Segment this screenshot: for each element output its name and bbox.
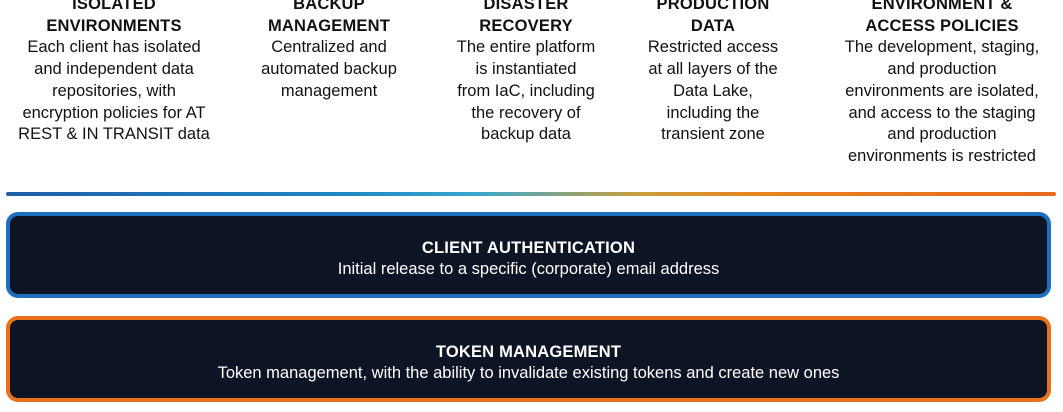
feature-title-line: BACKUP xyxy=(293,0,365,13)
feature-title-line: DATA xyxy=(690,16,736,35)
feature-description-line: The development, staging, xyxy=(844,38,1040,57)
token-management-band: TOKEN MANAGEMENT Token management, with … xyxy=(6,316,1051,402)
feature-description-line: and independent data xyxy=(34,60,194,79)
feature-title-line: ISOLATED xyxy=(72,0,156,13)
feature-description-line: Centralized and xyxy=(271,38,387,57)
feature-isolated-environments: ISOLATED ENVIRONMENTS Each client has is… xyxy=(0,0,228,146)
feature-description-line: is instantiated xyxy=(475,60,577,79)
feature-description-line: repositories, with xyxy=(52,81,176,100)
feature-description: The development, staging, and production… xyxy=(822,37,1062,167)
feature-description-line: REST & IN TRANSIT data xyxy=(18,125,210,144)
feature-backup-management: BACKUP MANAGEMENT Centralized and automa… xyxy=(236,0,422,103)
feature-description-line: Restricted access xyxy=(647,38,779,57)
feature-title: BACKUP MANAGEMENT xyxy=(236,0,422,37)
feature-title-line: ENVIRONMENTS xyxy=(46,16,182,35)
band-title: TOKEN MANAGEMENT xyxy=(435,343,622,361)
feature-title-line: PRODUCTION xyxy=(656,0,770,13)
feature-description: Centralized and automated backup managem… xyxy=(236,37,422,102)
band-title: CLIENT AUTHENTICATION xyxy=(421,239,636,257)
feature-title-line: RECOVERY xyxy=(479,16,573,35)
feature-description-line: Data Lake, xyxy=(673,81,753,100)
feature-title: DISASTER RECOVERY xyxy=(430,0,622,37)
feature-description-line: environments are isolated, xyxy=(845,81,1039,100)
feature-description-line: The entire platform xyxy=(456,38,596,57)
feature-title-line: DISASTER xyxy=(483,0,569,13)
feature-description-line: encryption policies for AT xyxy=(22,103,206,122)
security-features: ISOLATED ENVIRONMENTS Each client has is… xyxy=(0,0,1063,180)
feature-environment-access-policies: ENVIRONMENT & ACCESS POLICIES The develo… xyxy=(822,0,1062,168)
feature-description: The entire platform is instantiated from… xyxy=(430,37,622,146)
band-description: Initial release to a specific (corporate… xyxy=(337,260,720,278)
band-description: Token management, with the ability to in… xyxy=(217,364,840,382)
gradient-divider xyxy=(6,192,1056,196)
feature-title-line: ENVIRONMENT & xyxy=(871,0,1013,13)
feature-description-line: from IaC, including xyxy=(457,81,595,100)
feature-title: PRODUCTION DATA xyxy=(628,0,798,37)
feature-description-line: and production xyxy=(887,60,997,79)
feature-description-line: environments is restricted xyxy=(848,146,1036,165)
feature-description-line: the recovery of xyxy=(471,103,581,122)
feature-description-line: at all layers of the xyxy=(648,60,778,79)
feature-description-line: transient zone xyxy=(661,125,765,144)
client-authentication-band: CLIENT AUTHENTICATION Initial release to… xyxy=(6,212,1051,298)
feature-description: Restricted access at all layers of the D… xyxy=(628,37,798,146)
feature-description-line: Each client has isolated xyxy=(27,38,201,57)
feature-disaster-recovery: DISASTER RECOVERY The entire platform is… xyxy=(430,0,622,146)
feature-description-line: backup data xyxy=(481,125,571,144)
feature-title: ISOLATED ENVIRONMENTS xyxy=(0,0,228,37)
feature-description-line: and production xyxy=(887,125,997,144)
feature-title: ENVIRONMENT & ACCESS POLICIES xyxy=(822,0,1062,37)
feature-description-line: including the xyxy=(666,103,760,122)
feature-title-line: ACCESS POLICIES xyxy=(865,16,1019,35)
feature-production-data: PRODUCTION DATA Restricted access at all… xyxy=(628,0,798,146)
feature-description: Each client has isolated and independent… xyxy=(0,37,228,146)
feature-description-line: and access to the staging xyxy=(848,103,1036,122)
feature-title-line: MANAGEMENT xyxy=(267,16,391,35)
feature-description-line: management xyxy=(280,81,378,100)
feature-description-line: automated backup xyxy=(261,60,397,79)
